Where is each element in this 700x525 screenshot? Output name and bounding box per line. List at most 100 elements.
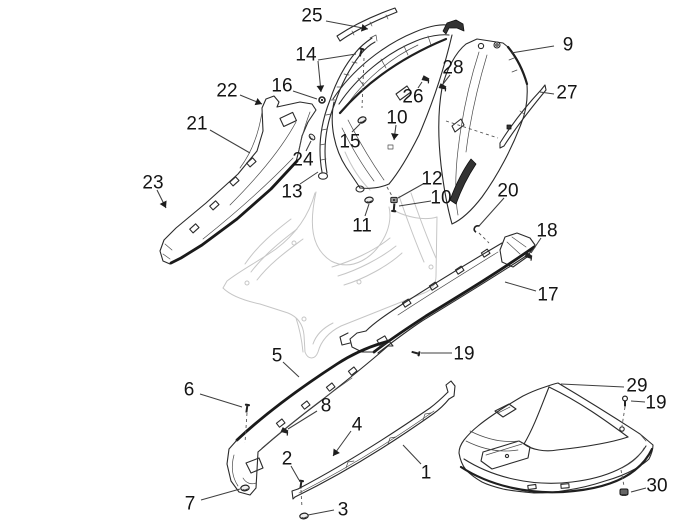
callout-label-24-6: 24 [292,150,314,171]
part-left-side-cover [331,19,465,193]
clip-cap-fastener-icon [364,196,374,204]
leader-arrowhead [360,23,368,32]
leader-line-17 [504,281,537,292]
callout-label-29-29: 29 [626,376,647,397]
callout-label-25-0: 25 [301,6,322,27]
callout-label-19-30: 19 [645,393,666,414]
leader-line-5 [282,361,300,378]
callout-label-3-28: 3 [338,500,349,521]
screw-pin-fastener-icon [298,479,305,489]
leader-line-15 [351,123,361,133]
screw-head-fastener-icon [621,395,629,407]
leader-arrowhead [254,97,262,106]
callout-label-6-22: 6 [184,380,195,401]
leader-line-8 [287,410,318,430]
part-25-top-molding [336,7,398,42]
callout-label-5-21: 5 [272,346,283,367]
part-13-pillar-trim [317,34,378,180]
clip-cap-fastener-icon [308,133,316,141]
part-17-right-skirt [339,232,536,354]
leader-arrowhead [333,448,340,456]
leader-arrowhead [391,133,399,140]
callout-label-15-8: 15 [339,132,360,153]
clip-cap-fastener-icon [357,116,367,124]
screw-pin-fastener-icon [244,403,251,413]
leader-line-25 [325,20,369,30]
nut-fastener-icon [390,196,398,204]
callout-leader-lines [156,20,647,516]
callout-label-30-31: 30 [646,476,667,497]
callout-label-16-2: 16 [271,76,292,97]
leader-line-30 [630,487,647,493]
leader-line-28 [442,74,451,85]
part-27-trim-strip [499,84,547,149]
callout-label-2-25: 2 [282,449,293,470]
callout-label-8-23: 8 [321,396,332,417]
nut-dark-fastener-icon [619,488,629,496]
callout-label-19-20: 19 [453,344,474,365]
leader-line-3 [307,509,335,516]
leader-line-19 [630,400,646,403]
leader-line-13 [299,171,319,185]
callout-label-9-12: 9 [563,35,574,56]
leader-line-21 [209,129,251,154]
leader-line-24 [305,140,312,152]
screw-pin-fastener-icon [411,350,421,357]
callout-label-23-5: 23 [142,173,163,194]
callout-label-21-4: 21 [186,114,207,135]
leader-line-10 [398,200,432,207]
part-9-right-side-cover [438,38,529,225]
screw-pin-fastener-icon [391,203,397,213]
leader-line-14 [317,53,357,61]
part-1-lower-trim [291,380,456,500]
clip-cap-fastener-icon [299,512,309,520]
callout-label-13-7: 13 [281,182,302,203]
leader-line-29 [560,383,625,388]
c-clip-fastener-icon [473,225,480,233]
callout-label-20-17: 20 [497,181,518,202]
leader-line-11 [364,203,370,217]
callout-label-14-1: 14 [295,45,317,66]
callout-label-10-9: 10 [386,108,407,129]
callout-label-11-16: 11 [352,216,372,237]
leader-line-2 [290,465,300,481]
callout-label-1-26: 1 [421,463,432,484]
screw-pin-fastener-icon [358,47,365,57]
rivet-dark-fastener-icon [524,252,533,261]
leader-line-9 [510,45,555,54]
leader-line-6 [199,393,243,408]
clip-cap-fastener-icon [240,484,250,492]
leader-line-18 [530,237,542,254]
callout-label-4-24: 4 [352,415,363,436]
assembly-dashed-links [244,57,626,509]
leader-line-16 [292,90,318,100]
rivet-dark-fastener-icon [280,427,289,436]
callout-label-7-27: 7 [185,494,196,515]
leader-line-27 [539,91,555,95]
callout-label-28-11: 28 [442,58,463,79]
part-29-rear-cover [458,382,654,494]
part-21-front-left-panel [159,95,317,265]
callout-labels: 2514162221232413151026289271210112018171… [142,6,667,521]
leader-line-12 [397,183,424,199]
callout-label-27-13: 27 [556,83,577,104]
leader-line-1 [402,444,422,465]
callout-label-22-3: 22 [216,81,237,102]
callout-label-26-10: 26 [402,87,423,108]
leader-arrowhead [159,200,167,208]
grommet-fastener-icon [318,96,326,104]
rivet-dark-fastener-icon [438,83,447,92]
leader-line-20 [478,197,505,227]
rivet-dark-fastener-icon [421,75,430,84]
leader-line-7 [200,488,241,501]
part-5-left-skirt [226,339,394,496]
callout-label-17-19: 17 [537,285,558,306]
leader-line-26 [417,81,423,89]
callout-label-12-14: 12 [421,169,442,190]
callout-label-18-18: 18 [536,221,557,242]
callout-label-10-15: 10 [430,188,451,209]
leader-arrowhead [316,85,325,92]
fastener-glyphs [240,47,629,520]
